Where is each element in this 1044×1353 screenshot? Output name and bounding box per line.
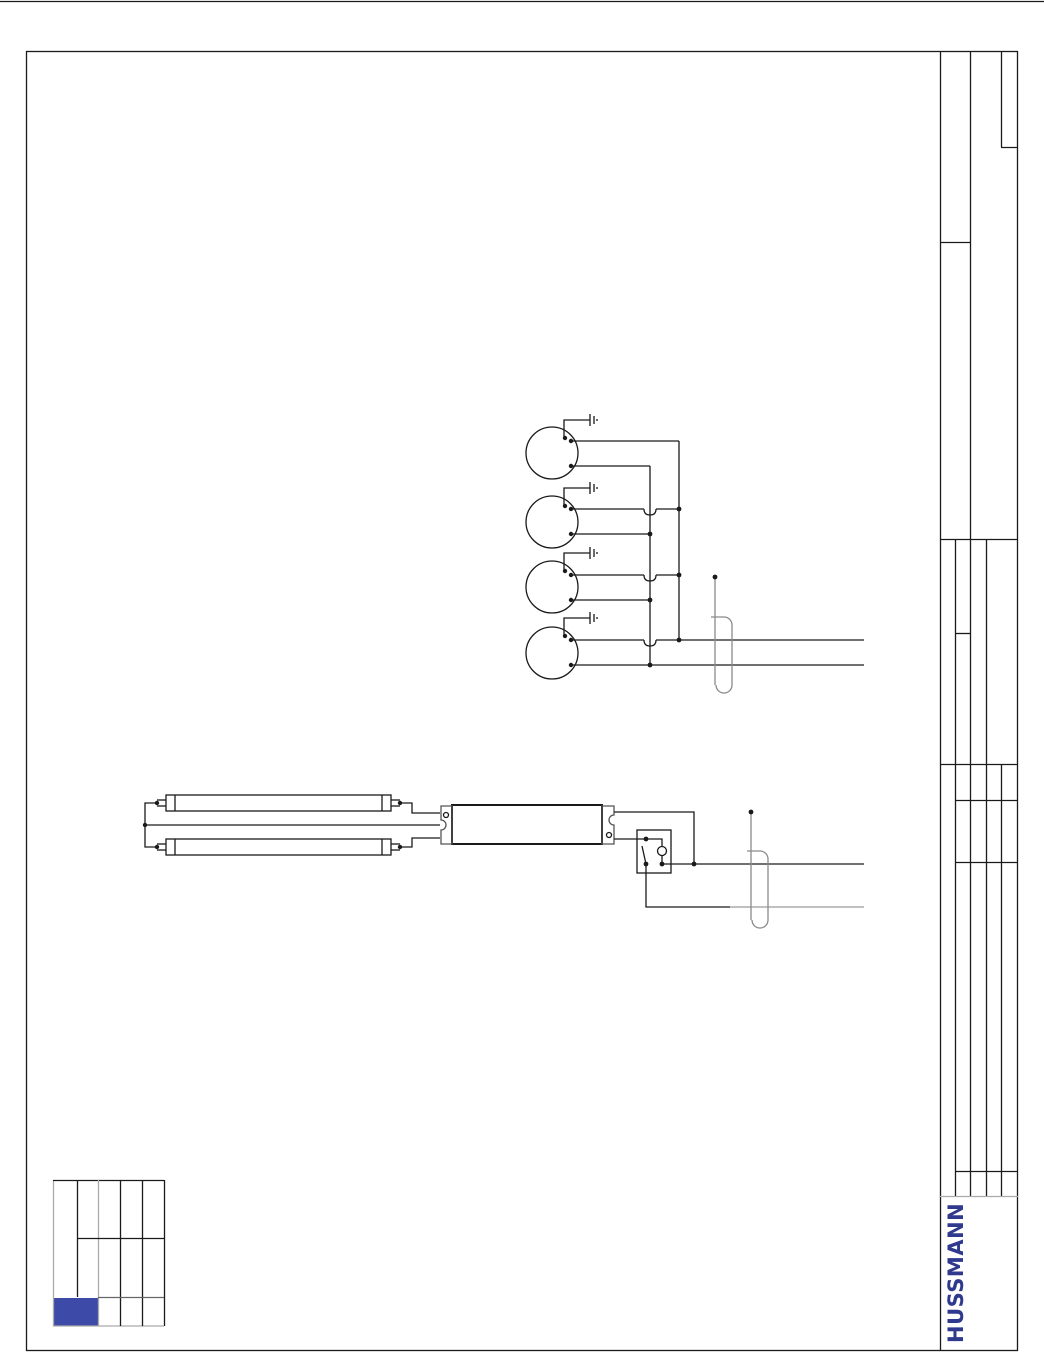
- legend-color-swatch: [53, 1298, 98, 1326]
- junction-dots: [142, 435, 754, 867]
- brand-logo: HUSSMANN: [944, 1203, 968, 1343]
- drawing-border: [25, 50, 1019, 1352]
- fan-harness-clamp: [711, 577, 733, 694]
- ballast: [440, 804, 695, 864]
- lamp-group: [144, 794, 440, 856]
- switch-blade-icon: [641, 845, 647, 865]
- title-block: [939, 51, 1018, 1351]
- fan-motor-1: [525, 414, 679, 480]
- fluorescent-lamp-1: [157, 794, 400, 812]
- fan-motor-4: [525, 612, 864, 680]
- pilot-lamp-icon: [656, 845, 668, 857]
- fan-motor-group: [525, 414, 864, 680]
- fluorescent-lamp-2: [157, 838, 400, 856]
- fan-motor-2: [525, 482, 679, 549]
- fan-motor-3: [525, 547, 679, 614]
- legend-table: [52, 1179, 166, 1327]
- lighting-harness-clamp: [747, 812, 769, 929]
